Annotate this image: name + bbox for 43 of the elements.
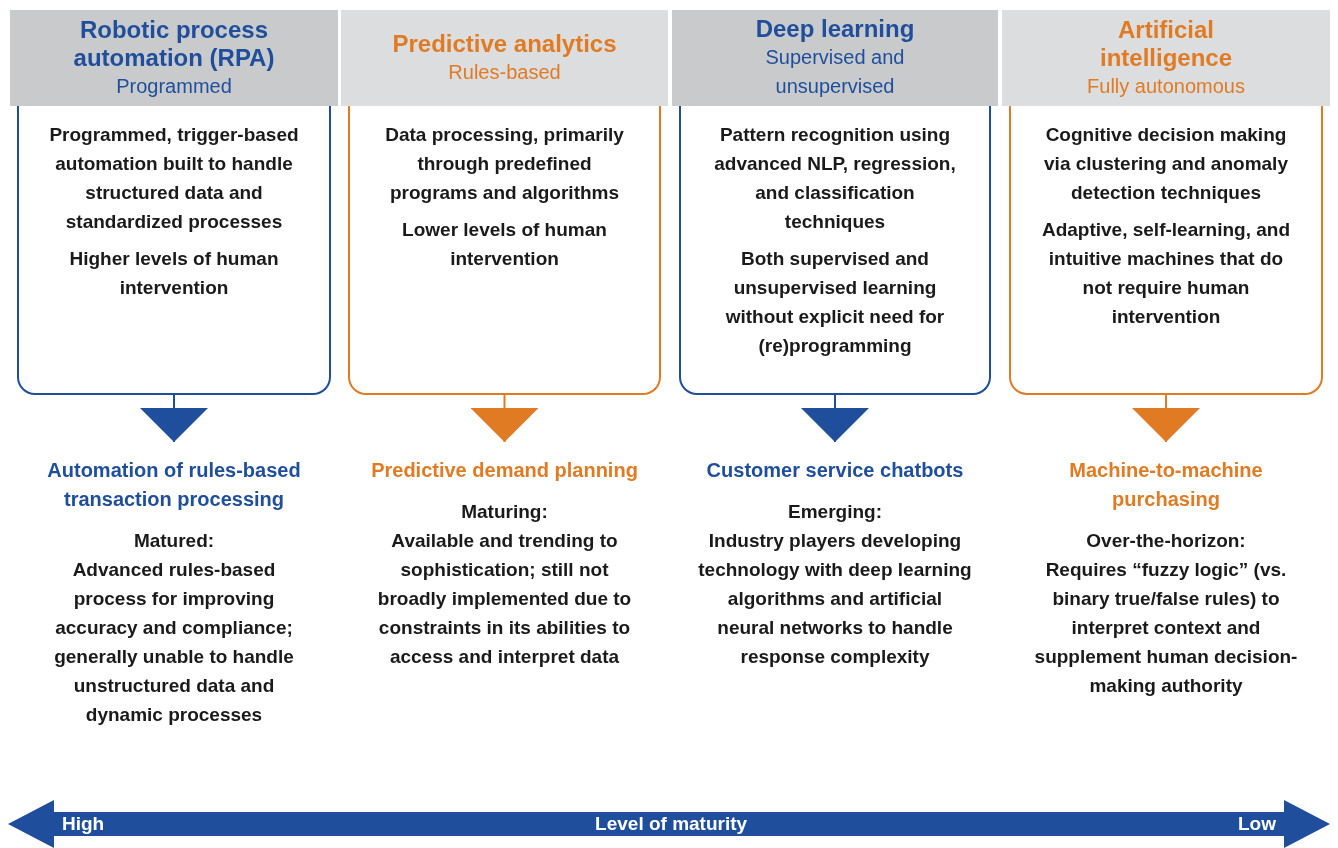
column-title: Robotic process automation (RPA) (72, 15, 276, 72)
maturity-status: Matured: (133, 529, 215, 553)
down-arrow (140, 394, 208, 443)
maturity-status: Emerging: (788, 500, 882, 524)
description-text: Data processing, primarily through predefined programs and algorithms (384, 123, 625, 205)
use-case-title: Predictive demand planning (371, 458, 638, 483)
use-case-description: Advanced rules-based process for improving accuracy and compliance; generally unable to handle unstructured data and dynamic processes (53, 558, 295, 727)
down-arrow (801, 394, 869, 443)
header-band (10, 10, 338, 106)
description-text: Lower levels of human intervention (401, 218, 608, 271)
axis-title: Level of maturity (595, 812, 748, 836)
description-card (17, 106, 331, 395)
down-arrow (470, 394, 539, 443)
column-subtitle: Fully autonomous (1087, 73, 1245, 99)
scale-label: Low (1238, 812, 1276, 836)
column-title: Artificial intelligence (1098, 15, 1233, 72)
description-card (348, 106, 661, 395)
description-text: Programmed, trigger-based automation built to handle structured data and standardized processes (48, 123, 300, 234)
column-subtitle: Rules-based (448, 59, 561, 85)
use-case-description: Requires “fuzzy logic” (vs. binary true/false rules) to interpret context and supplement human decision-making authority (1033, 558, 1299, 698)
use-case-title: Customer service chatbots (706, 458, 964, 483)
scale-label: High (62, 812, 105, 836)
description-text: Cognitive decision making via clustering and anomaly detection techniques (1043, 123, 1289, 205)
use-case-title: Automation of rules-based transaction processing (46, 458, 302, 512)
use-case-title: Machine-to-machine purchasing (1068, 458, 1264, 512)
description-card (1009, 106, 1323, 395)
description-text: Pattern recognition using advanced NLP, regression, and classification techniques (713, 123, 957, 234)
down-arrow (1132, 394, 1200, 443)
description-text: Both supervised and unsupervised learning without explicit need for (re)programming (724, 247, 946, 358)
column-title: Predictive analytics (392, 29, 617, 58)
description-text: Adaptive, self-learning, and intuitive machines that do not require human intervention (1040, 218, 1292, 329)
column-subtitle: Supervised and unsupervised (764, 45, 906, 99)
column-subtitle: Programmed (116, 73, 232, 99)
header-band (1002, 10, 1330, 106)
use-case-description: Available and trending to sophistication; still not broadly implemented due to constraints in its abilities to access and interpret data (376, 529, 633, 669)
header-band (341, 10, 668, 106)
use-case-description: Industry players developing technology with deep learning algorithms and artificial neural networks to handle response complexity (698, 529, 972, 669)
description-card (679, 106, 991, 395)
maturity-status: Over-the-horizon: (1086, 529, 1246, 553)
maturity-status: Maturing: (461, 500, 548, 524)
header-band (672, 10, 998, 106)
column-title: Deep learning (755, 15, 915, 43)
description-text: Higher levels of human intervention (68, 247, 280, 300)
